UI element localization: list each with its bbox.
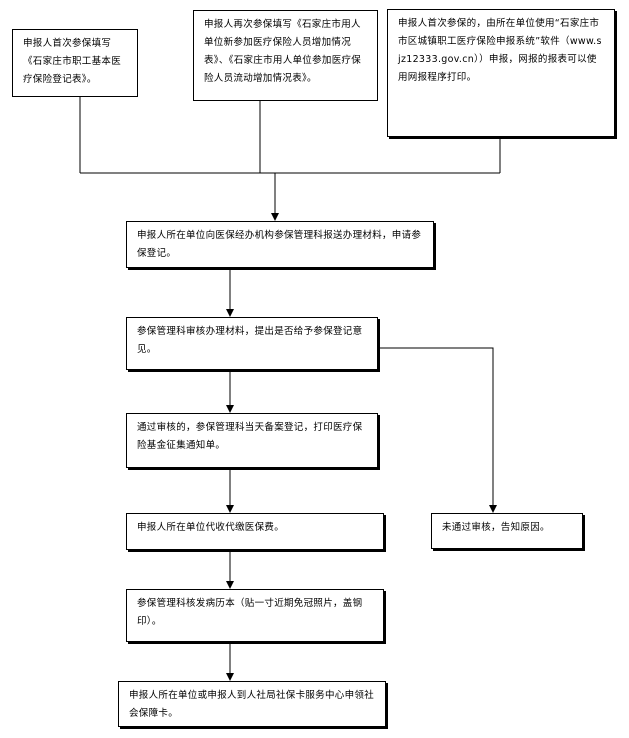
step-apply-social-security-card: 申报人所在单位或申报人到人社局社保卡服务中心申领社会保障卡。 — [118, 681, 386, 727]
step-re-enroll-form: 申报人再次参保填写《石家庄市用人单位新参加医疗保险人员增加情况表》、《石家庄市用… — [193, 10, 378, 101]
step-rejected: 未通过审核，告知原因。 — [431, 513, 583, 549]
step-submit-materials: 申报人所在单位向医保经办机构参保管理科报送办理材料，申请参保登记。 — [126, 221, 434, 268]
step-pay-premium: 申报人所在单位代收代缴医保费。 — [126, 513, 384, 550]
arrow-to-rejected — [378, 347, 497, 513]
step-review: 参保管理科审核办理材料，提出是否给予参保登记意见。 — [126, 317, 378, 370]
step-issue-medical-record: 参保管理科核发病历本（贴一寸近期免冠照片，盖钢印）。 — [126, 589, 384, 642]
step-online-declaration: 申报人首次参保的，由所在单位使用“石家庄市市区城镇职工医疗保险申报系统”软件（w… — [387, 9, 615, 137]
step-approved-register: 通过审核的，参保管理科当天备案登记，打印医疗保险基金征集通知单。 — [126, 413, 378, 468]
step-first-enroll-form: 申报人首次参保填写《石家庄市职工基本医疗保险登记表》。 — [12, 29, 138, 97]
